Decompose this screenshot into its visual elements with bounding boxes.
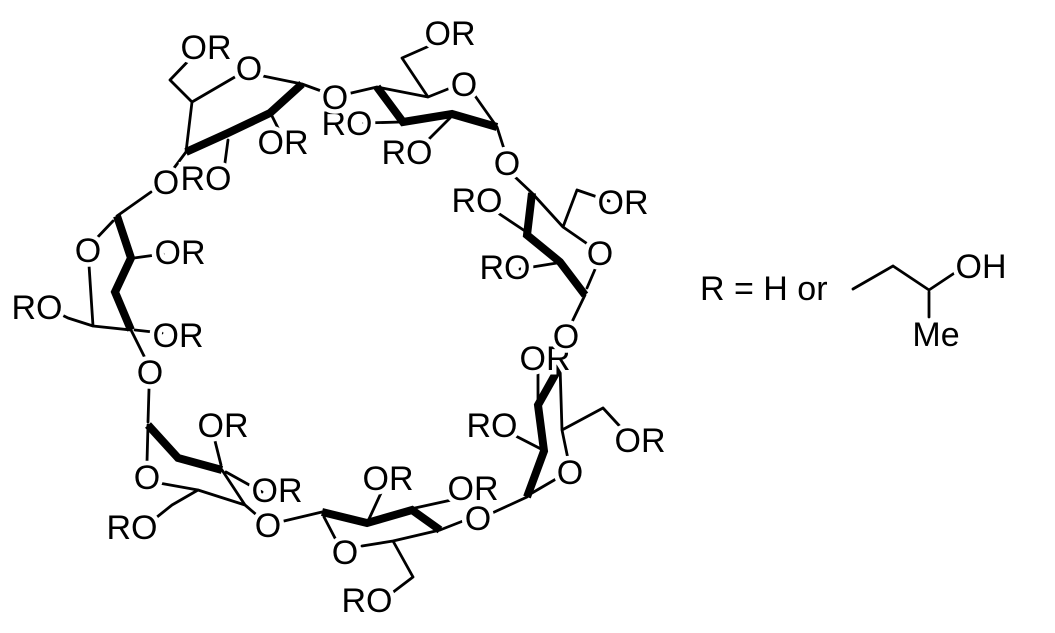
ring-oxygen-label: O xyxy=(134,459,160,497)
ring-bonds xyxy=(52,190,165,362)
ring-bold-bonds xyxy=(321,505,443,534)
c6-ro-label: RO xyxy=(12,289,63,327)
glucose-unit-top-left: OR O OR RO xyxy=(168,25,326,203)
c6-or-label: OR xyxy=(598,184,649,222)
c3-ro-label: RO xyxy=(322,105,373,143)
r-group-legend: R = H or OH Me xyxy=(696,244,1012,359)
glycosidic-oxygen-label: O xyxy=(153,164,179,202)
ring-oxygen-label: O xyxy=(557,454,583,492)
ring-bold-bonds xyxy=(184,81,305,156)
glucose-unit-bottom-left: OR OR O RO xyxy=(102,387,307,552)
glucose-unit-right-lower: OR RO OR O xyxy=(462,336,670,516)
glycosidic-oxygen-label: O xyxy=(255,507,281,545)
c2-ro-label: RO xyxy=(467,407,518,445)
c6-or-label: OR xyxy=(615,422,666,460)
c2-or-label: OR xyxy=(252,472,303,510)
c3-ro-label: RO xyxy=(181,160,232,198)
c2-ro-label: RO xyxy=(382,134,433,172)
c2-or-label: OR xyxy=(363,460,414,498)
ring-bonds xyxy=(345,41,507,154)
glycosidic-oxygen-label: O xyxy=(322,79,348,117)
glucose-unit-bottom: OR OR O RO xyxy=(282,456,503,625)
hydroxypropyl-skeleton-bonds xyxy=(851,264,958,319)
ring-bonds xyxy=(488,347,628,516)
ring-bonds xyxy=(145,387,264,523)
hydroxyl-label: OH xyxy=(956,248,1007,286)
glucose-unit-top: OR O RO RO xyxy=(317,11,507,177)
ring-bold-bonds xyxy=(145,422,224,474)
ring-bonds xyxy=(490,174,611,326)
c2-ro-label: RO xyxy=(480,249,531,287)
ring-bonds xyxy=(282,491,465,598)
glycosidic-oxygen-label: O xyxy=(494,145,520,183)
c6-ro-label: RO xyxy=(342,582,393,620)
ring-oxygen-label: O xyxy=(236,50,262,88)
c3-or-label: OR xyxy=(448,470,499,508)
ring-bonds xyxy=(168,54,326,174)
r-definition-text: R = H or xyxy=(700,270,828,308)
glycosidic-linkages: O O O O O O O xyxy=(132,75,583,550)
ring-oxygen-label: O xyxy=(75,232,101,270)
c3-or-label: OR xyxy=(153,317,204,355)
glycosidic-oxygen-label: O xyxy=(137,354,163,392)
c2-or-label: OR xyxy=(155,234,206,272)
methyl-label: Me xyxy=(912,316,959,354)
ring-bold-bonds xyxy=(373,84,499,131)
c3-or-label: OR xyxy=(198,407,249,445)
c3-or-label: OR xyxy=(520,340,571,378)
ring-bold-bonds xyxy=(110,214,136,332)
ring-oxygen-label: O xyxy=(587,235,613,273)
glycosidic-oxygen-label: O xyxy=(465,500,491,538)
ring-oxygen-label: O xyxy=(451,66,477,104)
glucose-unit-left: O OR OR RO xyxy=(7,190,210,362)
c6-ro-label: RO xyxy=(107,509,158,547)
ring-bold-bonds xyxy=(522,192,589,298)
c2-or-label: OR xyxy=(258,124,309,162)
c6-or-label: OR xyxy=(181,29,232,67)
glucose-unit-right-upper: RO OR O RO xyxy=(447,174,653,326)
c3-ro-label: RO xyxy=(452,182,503,220)
glycosidic-oxygen-label: O xyxy=(553,318,579,356)
ring-bold-bonds xyxy=(523,364,564,499)
ring-oxygen-label: O xyxy=(332,534,358,572)
c6-or-label: OR xyxy=(425,15,476,53)
